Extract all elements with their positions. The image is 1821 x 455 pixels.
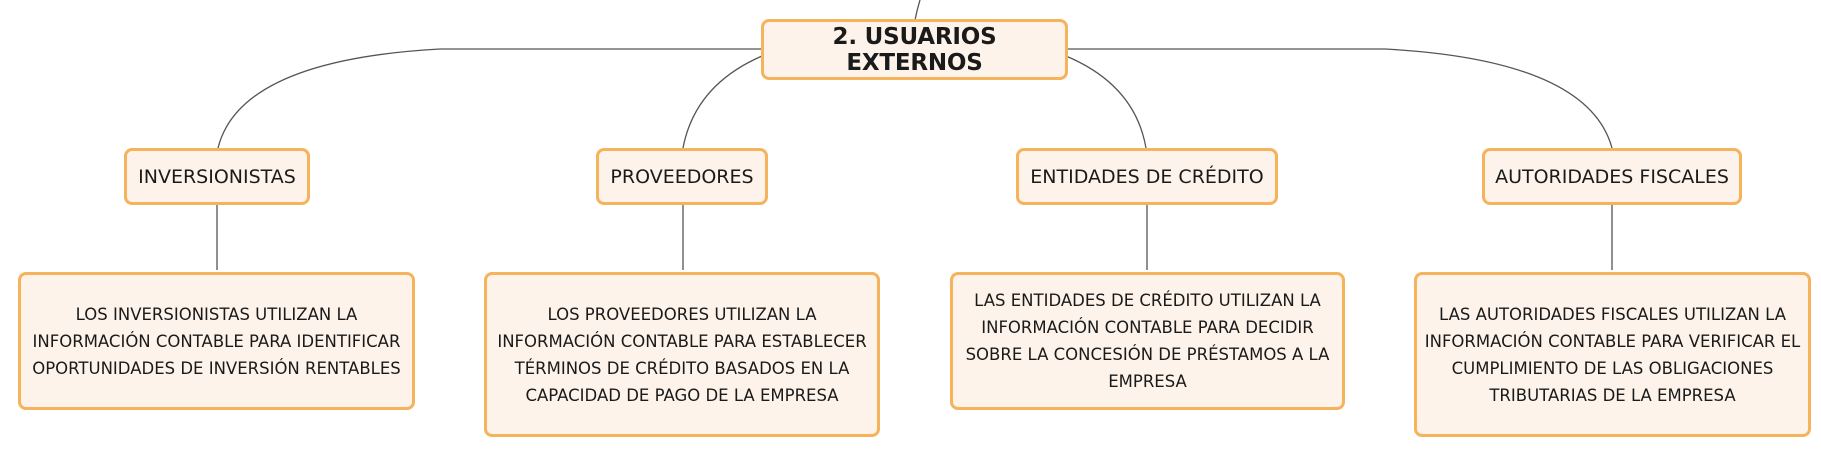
connector-root-to-proveedores	[682, 55, 763, 149]
category-node-autoridades-fiscales[interactable]: AUTORIDADES FISCALES	[1482, 148, 1742, 205]
description-node-entidades-de-credito[interactable]: LAS ENTIDADES DE CRÉDITO UTILIZAN LA INF…	[950, 272, 1345, 410]
root-node-usuarios-externos[interactable]: 2. USUARIOS EXTERNOS	[761, 19, 1068, 80]
connector-root-to-entidades	[1065, 55, 1147, 149]
connector-from-parent	[914, 0, 921, 21]
category-node-entidades-de-credito[interactable]: ENTIDADES DE CRÉDITO	[1016, 148, 1278, 205]
connector-root-to-inversionistas	[217, 48, 762, 149]
connector-root-to-autoridades	[1066, 48, 1613, 149]
description-node-autoridades-fiscales[interactable]: LAS AUTORIDADES FISCALES UTILIZAN LA INF…	[1414, 272, 1811, 437]
description-node-proveedores[interactable]: LOS PROVEEDORES UTILIZAN LA INFORMACIÓN …	[484, 272, 880, 437]
category-node-proveedores[interactable]: PROVEEDORES	[596, 148, 768, 205]
description-node-inversionistas[interactable]: LOS INVERSIONISTAS UTILIZAN LA INFORMACI…	[18, 272, 415, 410]
category-node-inversionistas[interactable]: INVERSIONISTAS	[124, 148, 310, 205]
